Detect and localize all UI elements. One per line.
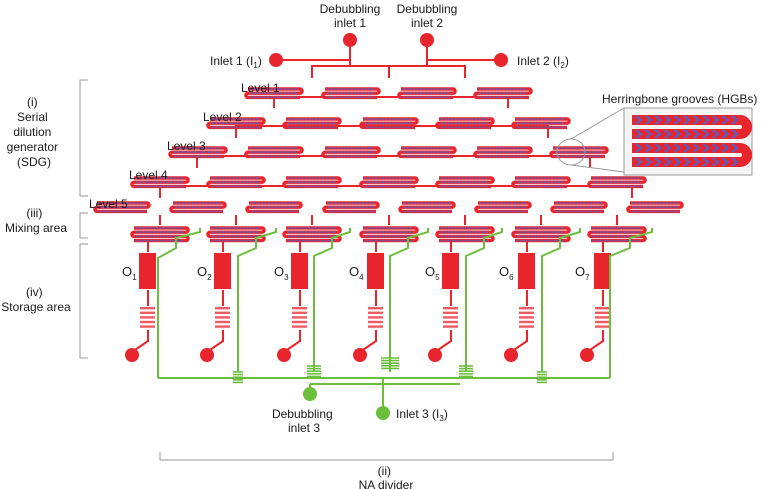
serpentine-segment: [130, 176, 190, 189]
na-divider-coil: [537, 371, 547, 384]
debubbling-inlet-2-port[interactable]: [420, 33, 434, 47]
serpentine-segment: [474, 201, 532, 214]
outlet-port[interactable]: [353, 348, 367, 362]
serpentine-segment: [550, 201, 608, 214]
outlet-label: O5: [425, 264, 440, 282]
sdg-channel-network: [159, 42, 633, 225]
storage-chamber: [353, 242, 384, 362]
serpentine-segment: [244, 87, 304, 100]
outlet-label: O1: [122, 264, 137, 282]
inlet-3-label: Inlet 3 (I3): [396, 407, 448, 423]
debubbling-inlet-1-port[interactable]: [343, 33, 357, 47]
inlet-1-port[interactable]: [269, 53, 283, 67]
serpentine-segment: [244, 146, 304, 159]
level-5-label: Level 5: [89, 197, 128, 211]
serpentine-segment: [511, 176, 571, 189]
storage-chamber: [125, 242, 156, 362]
outlet-label: O4: [349, 264, 364, 282]
storage-chamber: [428, 242, 459, 362]
serpentine-segment: [549, 146, 609, 159]
na-divider-coil: [307, 365, 321, 378]
herringbone-callout-label: Herringbone grooves (HGBs): [602, 92, 757, 106]
serpentine-segment: [359, 226, 419, 243]
serpentine-segment: [511, 226, 571, 243]
serpentine-segment: [398, 201, 456, 214]
serpentine-segment: [206, 117, 266, 130]
outlet-label: O3: [274, 264, 289, 282]
serpentine-segment: [282, 226, 342, 243]
outlet-label: O2: [197, 264, 212, 282]
storage-area: [125, 242, 611, 362]
debubbling-inlet-3-label: Debubbling inlet 3: [272, 407, 336, 435]
na-divider-coil: [233, 371, 243, 384]
serpentine-segment: [473, 87, 533, 100]
serpentine-segment: [435, 176, 495, 189]
outlet-port[interactable]: [200, 348, 214, 362]
serpentine-segment: [587, 226, 647, 243]
storage-chamber: [277, 242, 308, 362]
storage-chamber: [200, 242, 231, 362]
serpentine-segment: [282, 176, 342, 189]
serpentine-segment: [130, 226, 190, 243]
herringbone-callout: [556, 107, 753, 176]
serpentine-segment: [626, 201, 684, 214]
na-divider-coil: [381, 357, 399, 370]
serpentine-segment: [397, 146, 457, 159]
serpentine-segment: [169, 201, 227, 214]
outlet-port[interactable]: [277, 348, 291, 362]
section-brackets: [79, 79, 614, 461]
outlet-label: O6: [499, 264, 514, 282]
serpentine-segment: [206, 226, 266, 243]
serpentine-segment: [435, 117, 495, 130]
serpentine-segment: [322, 201, 380, 214]
serpentine-segment: [282, 117, 342, 130]
storage-area-label: (iv) Storage area: [1, 285, 71, 314]
outlet-port[interactable]: [580, 348, 594, 362]
serpentine-segment: [473, 146, 533, 159]
inlet-3-port[interactable]: [376, 406, 390, 420]
serpentine-segment: [245, 201, 303, 214]
na-divider-label: (ii) NA divider: [359, 464, 414, 489]
serpentine-segment: [168, 146, 228, 159]
serpentine-segment: [435, 226, 495, 243]
serpentine-segment: [93, 201, 151, 214]
outlet-port[interactable]: [428, 348, 442, 362]
na-divider-channel-network: [157, 228, 653, 412]
level-4-label: Level 4: [129, 168, 168, 182]
outlet-port[interactable]: [504, 348, 518, 362]
serpentine-segment: [587, 176, 647, 189]
serpentine-segment: [359, 117, 419, 130]
level-1-label: Level 1: [241, 81, 280, 95]
storage-chamber: [580, 242, 611, 362]
na-divider-coils: [233, 357, 547, 384]
inlet-2-port[interactable]: [494, 53, 508, 67]
sdg-section-label: (i) Serial dilution generator (SDG): [7, 95, 62, 169]
na-divider-coil: [459, 365, 473, 378]
outlet-port[interactable]: [125, 348, 139, 362]
serpentine-segment: [321, 87, 381, 100]
level-2-label: Level 2: [203, 110, 242, 124]
inlet-1-label: Inlet 1 (I1): [210, 54, 262, 70]
level-3-label: Level 3: [167, 139, 206, 153]
herringbone-serpentine-rows: [93, 87, 684, 243]
debubbling-inlet-3-port[interactable]: [303, 387, 317, 401]
serpentine-segment: [397, 87, 457, 100]
outlet-labels: O1 O2 O3 O4 O5 O6 O7: [122, 264, 590, 282]
serpentine-segment: [359, 176, 419, 189]
storage-chamber: [504, 242, 535, 362]
serpentine-segment: [206, 176, 266, 189]
herringbone-grooves-zoom: [632, 115, 752, 167]
serpentine-segment: [511, 117, 571, 130]
inlet-2-label: Inlet 2 (I2): [517, 54, 569, 70]
outlet-label: O7: [575, 264, 590, 282]
mixing-area-label: (iii) Mixing area: [5, 206, 67, 235]
serpentine-segment: [321, 146, 381, 159]
